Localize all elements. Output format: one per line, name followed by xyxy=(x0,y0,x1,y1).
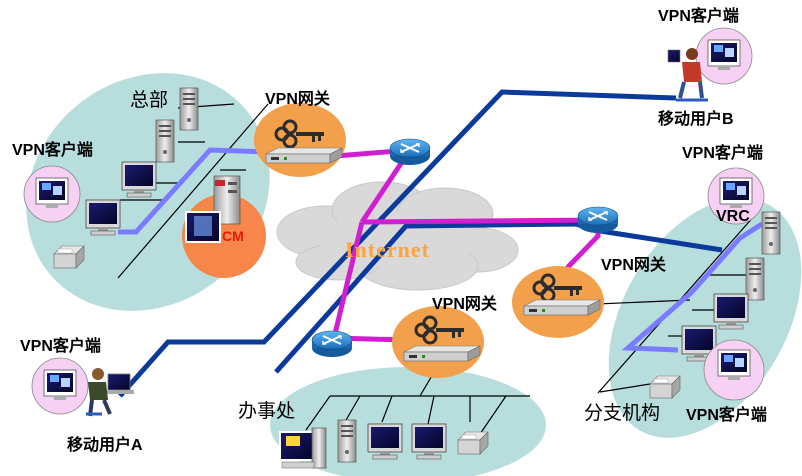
office-workstation-icon xyxy=(279,427,327,469)
mobile-a-label: 移动用户A xyxy=(67,437,143,454)
hq-client-link xyxy=(118,147,269,235)
printer-icon xyxy=(457,431,489,455)
office-gateway-label: VPN网关 xyxy=(432,296,497,313)
branch-vpn-client-top xyxy=(707,167,765,225)
printer-icon xyxy=(649,375,681,399)
server-icon xyxy=(155,119,175,163)
mobile-b-client-label: VPN客户端 xyxy=(658,8,739,25)
office-label: 办事处 xyxy=(238,401,296,422)
hq-client-label: VPN客户端 xyxy=(12,142,93,159)
branch-client-top-label: VPN客户端 xyxy=(682,145,763,162)
office-vpn-gateway xyxy=(392,306,484,378)
branch-vpn-gateway xyxy=(512,266,604,338)
backbone-office-to-branch xyxy=(274,221,723,374)
mobile-a-client-label: VPN客户端 xyxy=(20,338,101,355)
branch-client-link xyxy=(621,221,764,353)
hq-vpn-gateway xyxy=(254,103,346,177)
router-icon xyxy=(311,330,353,358)
mobile-user-a-client xyxy=(31,357,89,415)
server-icon xyxy=(337,419,357,463)
router-icon xyxy=(577,206,619,234)
branch-gateway-label: VPN网关 xyxy=(601,257,666,274)
cm-label: CM xyxy=(222,228,244,244)
branch-client-bottom-label: VPN客户端 xyxy=(686,407,767,424)
office-lan xyxy=(305,361,530,435)
hq-lan xyxy=(117,103,269,279)
mobile-user-a-icon xyxy=(86,368,134,417)
vrc-label: VRC xyxy=(716,208,750,225)
hq-gateway-label: VPN网关 xyxy=(265,91,330,108)
internet-label: Internet xyxy=(345,237,430,262)
hq-vpn-client xyxy=(23,165,81,223)
router-icon xyxy=(389,138,431,166)
branch-label: 分支机构 xyxy=(584,403,661,424)
hq-label: 总部 xyxy=(130,90,169,111)
cm-server xyxy=(182,175,266,278)
mobile-b-label: 移动用户B xyxy=(658,111,734,128)
mobile-user-b-icon xyxy=(667,48,708,102)
mobile-user-b-client xyxy=(695,27,753,85)
backbone-a-to-b xyxy=(118,89,677,398)
server-icon xyxy=(761,211,781,255)
branch-vpn-client-bottom xyxy=(703,339,765,401)
printer-icon xyxy=(53,245,85,269)
server-icon xyxy=(745,257,765,301)
server-icon xyxy=(179,87,199,131)
